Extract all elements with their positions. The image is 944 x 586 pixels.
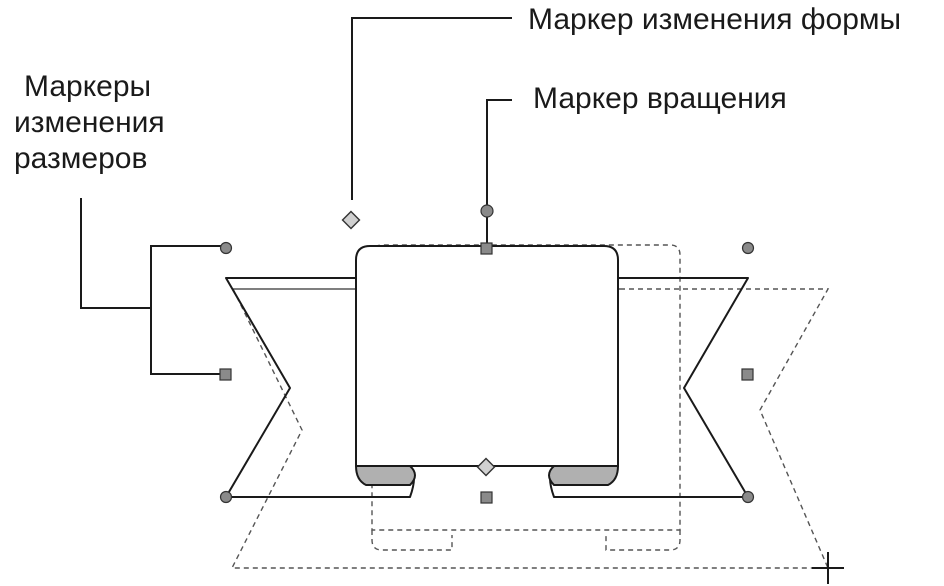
resize-handle-top-right[interactable] [741, 241, 755, 255]
resize-handle-top-center[interactable] [480, 242, 493, 255]
resize-handle-middle-right[interactable] [741, 368, 754, 381]
shape-handle-label: Маркер изменения формы [528, 3, 901, 36]
resize-handles-label-line1: Маркеры [24, 70, 151, 103]
banner-ribbon-shape[interactable] [225, 245, 749, 498]
resize-handles-label-line3: размеров [14, 142, 147, 175]
resize-handle-top-left[interactable] [219, 241, 233, 255]
resize-handle-bottom-right[interactable] [741, 490, 755, 504]
ghost-banner-outline [230, 244, 830, 569]
adjustment-handle-bottom[interactable] [476, 457, 496, 477]
resize-handle-middle-left[interactable] [219, 368, 232, 381]
adjustment-handle-top[interactable] [341, 210, 361, 230]
resize-handles[interactable] [219, 241, 755, 504]
callout-leader-lines [80, 17, 512, 375]
rotation-handle[interactable] [480, 204, 494, 218]
rotation-handle-label: Маркер вращения [533, 82, 787, 115]
crosshair-cursor-icon [812, 552, 844, 584]
resize-handles-label-line2: изменения [14, 106, 165, 139]
resize-handle-bottom-left[interactable] [219, 490, 233, 504]
resize-handle-bottom-center[interactable] [480, 491, 493, 504]
